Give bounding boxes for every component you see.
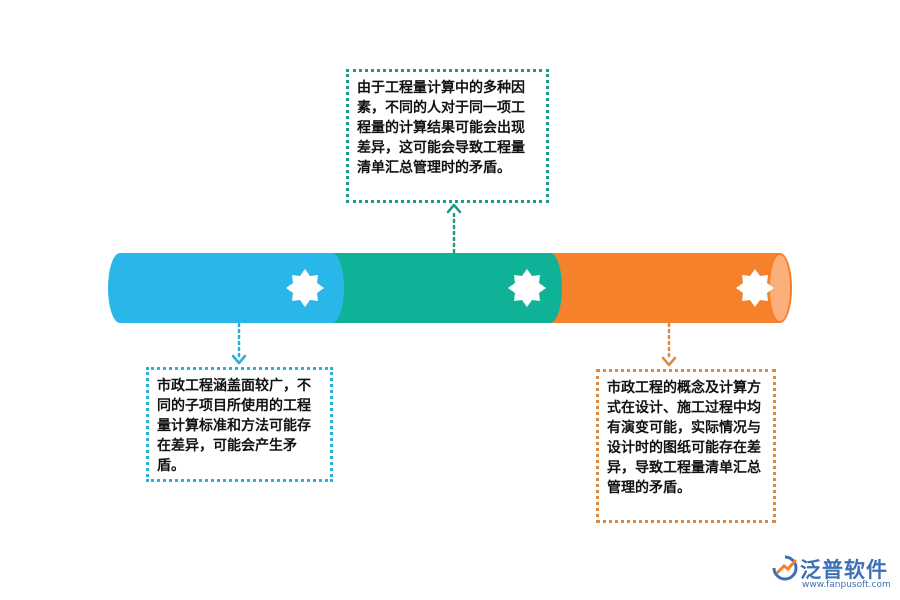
segment-3 (536, 253, 792, 323)
callout-top: 由于工程量计算中的多种因素，不同的人对于同一项工程量的计算结果可能会出现差异，这… (346, 69, 549, 203)
gear-icon (508, 269, 546, 307)
callout-left: 市政工程涵盖面较广，不同的子项目所使用的工程量计算标准和方法可能存在差异，可能会… (146, 367, 333, 482)
logo: 泛普软件 www.fanpusoft.com (770, 552, 894, 594)
segment-2 (316, 253, 562, 323)
segment-1 (108, 253, 344, 323)
gear-icon (736, 269, 774, 307)
connector-top (446, 203, 462, 254)
logo-url: www.fanpusoft.com (802, 580, 891, 590)
logo-icon (772, 555, 798, 581)
callout-right: 市政工程的概念及计算方式在设计、施工过程中均有演变可能，实际情况与设计时的图纸可… (596, 369, 776, 523)
connector-left (231, 322, 247, 365)
logo-name: 泛普软件 (800, 558, 888, 582)
gear-icon (286, 269, 324, 307)
connector-right (661, 322, 677, 367)
